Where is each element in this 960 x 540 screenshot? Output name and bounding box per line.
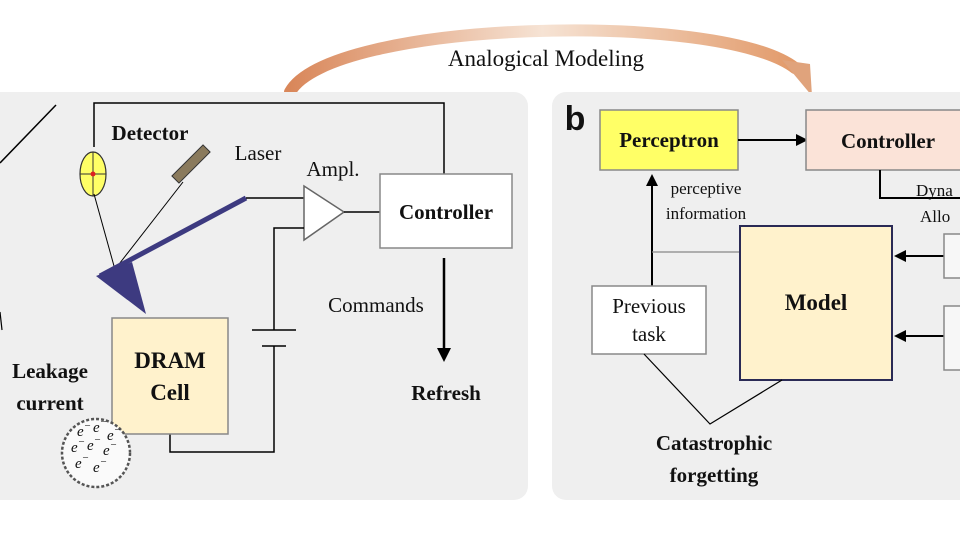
leakage-label-line1: Leakage xyxy=(12,359,88,383)
leakage-edge-line xyxy=(0,311,3,331)
laser-beam xyxy=(115,181,184,269)
model-box xyxy=(739,225,893,381)
laser-icon xyxy=(171,144,211,184)
analogical-modeling-label: Analogical Modeling xyxy=(448,46,645,71)
perceptive-label-line1: perceptive xyxy=(671,179,742,198)
detector-icon xyxy=(79,151,107,197)
commands-arrowhead xyxy=(437,348,451,362)
perceptive-label-line2: information xyxy=(666,204,747,223)
leakage-label-line2: current xyxy=(16,391,83,415)
detector-controller-wire xyxy=(93,102,445,174)
electron-cloud-icon: e−e−e−e−e−e−e−e− xyxy=(60,416,132,489)
controller-a-box xyxy=(379,173,513,249)
detector-label: Detector xyxy=(112,121,189,145)
perceptive-info-arrowhead xyxy=(646,174,658,186)
amplifier-label: Ampl. xyxy=(306,157,359,181)
controller-b-box xyxy=(805,109,960,171)
panel-b-label: b xyxy=(565,100,586,138)
previous-task-box xyxy=(591,285,707,355)
controller-a-label: Controller xyxy=(399,200,493,224)
dyna-partial-label: Dyna xyxy=(916,181,953,200)
dram-cell-box xyxy=(111,317,229,435)
edge-line xyxy=(0,104,57,164)
cantilever-icon xyxy=(96,195,248,314)
analogical-modeling-arrow xyxy=(284,24,812,98)
commands-label: Commands xyxy=(328,293,424,317)
reflected-beam xyxy=(93,193,115,267)
model-input-arrowhead-1 xyxy=(894,250,906,262)
model-input-arrowhead-2 xyxy=(894,330,906,342)
controller-b-label: Controller xyxy=(841,129,935,153)
previous-task-line2: task xyxy=(632,322,666,346)
previous-task-line1: Previous xyxy=(612,294,686,318)
input-box-1 xyxy=(943,233,960,279)
forgetting-link xyxy=(643,353,783,425)
catastrophic-label-line2: forgetting xyxy=(670,463,759,487)
amplifier-icon xyxy=(303,184,346,242)
dram-label-line2: Cell xyxy=(150,380,190,405)
controller-output-wire xyxy=(879,170,960,199)
amp-battery-wire xyxy=(273,227,304,330)
dram-label-line1: DRAM xyxy=(134,348,206,373)
perceptron-box xyxy=(599,109,739,171)
perceptron-controller-arrowhead xyxy=(796,134,808,146)
refresh-label: Refresh xyxy=(411,381,481,405)
catastrophic-label-line1: Catastrophic xyxy=(656,431,772,455)
model-label: Model xyxy=(785,290,848,315)
allo-partial-label: Allo xyxy=(920,207,950,226)
perceptron-label: Perceptron xyxy=(619,128,719,152)
laser-label: Laser xyxy=(235,141,282,165)
input-box-2 xyxy=(943,305,960,371)
battery-cell-wire xyxy=(169,346,275,453)
